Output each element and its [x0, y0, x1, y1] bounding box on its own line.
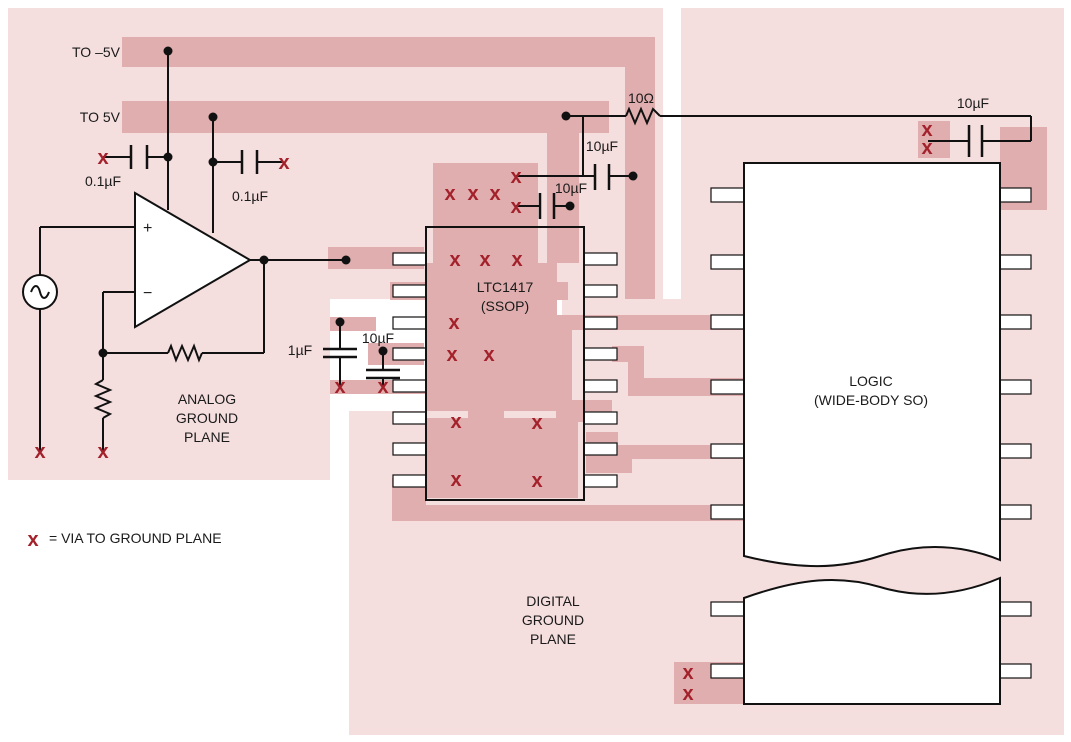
capacitors — [129, 125, 984, 380]
label-logic-1: LOGIC — [849, 373, 893, 389]
label-analog-2: GROUND — [176, 410, 238, 426]
via-icon: x — [479, 249, 490, 271]
copper-traces — [122, 37, 1047, 704]
via-icon: x — [510, 166, 521, 188]
logic-body-bottom — [743, 576, 1001, 705]
via-icon: x — [511, 249, 522, 271]
ground-resistor — [93, 379, 113, 419]
label-resistor-10ohm: 10Ω — [628, 90, 654, 106]
label-digital-3: PLANE — [530, 631, 576, 647]
via-icon: x — [682, 662, 693, 684]
feedback-resistor — [167, 343, 203, 363]
legend-text: = VIA TO GROUND PLANE — [49, 530, 222, 546]
ground-vias: x x x x x x x x x x x x x x x x x x x x … — [27, 119, 932, 705]
label-to-neg5v: TO –5V — [72, 44, 121, 60]
via-icon: x — [334, 376, 345, 398]
via-icon: x — [531, 470, 542, 492]
label-chip-package: (SSOP) — [481, 298, 529, 314]
via-icon: x — [444, 183, 455, 205]
ltc1417-body — [425, 226, 585, 501]
opamp — [134, 191, 252, 329]
via-icon: x — [446, 344, 457, 366]
label-cap-left: 0.1µF — [85, 173, 121, 189]
label-chip-name: LTC1417 — [477, 279, 534, 295]
via-icon: x — [489, 183, 500, 205]
resistor-10-ohm — [625, 106, 661, 126]
via-icon: x — [448, 312, 459, 334]
via-icon: x — [483, 344, 494, 366]
via-icon: x — [97, 147, 108, 169]
label-to-5v: TO 5V — [80, 109, 121, 125]
label-cap-upper-10uf: 10µF — [586, 138, 618, 154]
label-analog-1: ANALOG — [178, 391, 236, 407]
logic-body-top — [743, 162, 1001, 568]
via-icon: x — [531, 412, 542, 434]
label-cap-ref-1uf: 1µF — [288, 342, 312, 358]
via-icon: x — [921, 119, 932, 141]
label-opamp-minus: − — [143, 285, 152, 302]
label-analog-3: PLANE — [184, 429, 230, 445]
via-icon: x — [377, 376, 388, 398]
via-icon: x — [449, 249, 460, 271]
label-cap-logic-10uf: 10µF — [957, 95, 989, 111]
via-icon: x — [921, 137, 932, 159]
ltc1417-pins — [392, 252, 618, 488]
via-icon: x — [450, 469, 461, 491]
via-icon: x — [97, 441, 108, 463]
via-icon: x — [278, 152, 289, 174]
label-digital-1: DIGITAL — [526, 593, 580, 609]
via-icon: x — [34, 441, 45, 463]
label-cap-ref-10uf: 10µF — [362, 330, 394, 346]
via-icon: x — [467, 183, 478, 205]
label-logic-2: (WIDE-BODY SO) — [814, 392, 928, 408]
via-icon: x — [510, 196, 521, 218]
via-icon: x — [682, 683, 693, 705]
label-cap-lower-10uf: 10µF — [555, 180, 587, 196]
legend-via-icon: x — [27, 529, 38, 551]
sine-wave-icon — [30, 285, 50, 299]
via-icon: x — [450, 411, 461, 433]
label-digital-2: GROUND — [522, 612, 584, 628]
junction-dots — [98, 46, 638, 358]
label-opamp-plus: + — [143, 220, 152, 237]
label-cap-right: 0.1µF — [232, 188, 268, 204]
wires — [39, 51, 1032, 451]
